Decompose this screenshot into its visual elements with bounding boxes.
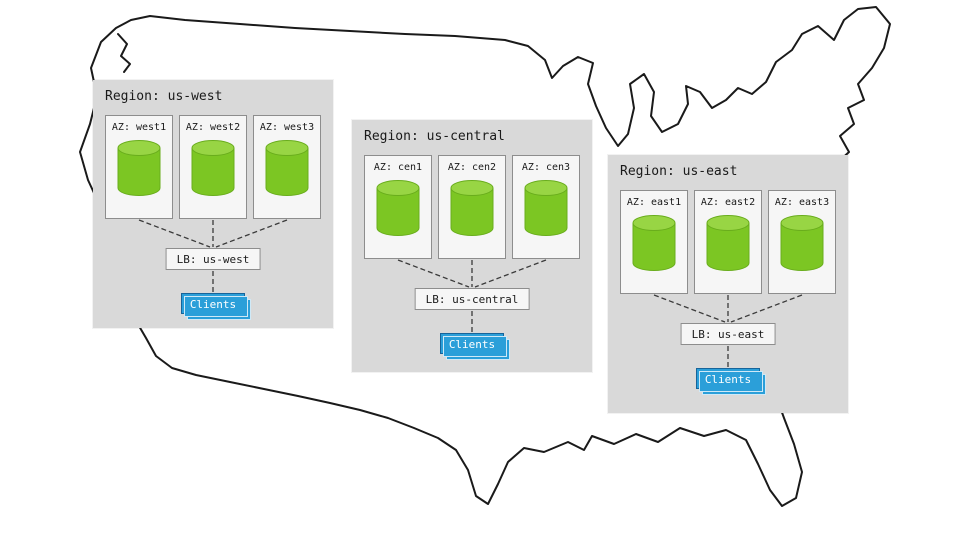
database-cylinder-icon	[265, 140, 309, 196]
region-title: Region: us-west	[105, 89, 223, 104]
az-row: AZ: west1 AZ: west2 AZ: west3	[105, 115, 321, 219]
az-label: AZ: west1	[111, 122, 167, 133]
az-label: AZ: cen3	[521, 162, 571, 173]
clients-box: Clients	[440, 333, 504, 354]
az-label: AZ: west3	[259, 122, 315, 133]
az-box-east1: AZ: east1	[620, 190, 688, 294]
region-title: Region: us-central	[364, 129, 505, 144]
region-title: Region: us-east	[620, 164, 738, 179]
az-box-west1: AZ: west1	[105, 115, 173, 219]
az-box-west3: AZ: west3	[253, 115, 321, 219]
region-us-west: Region: us-west AZ: west1 AZ: west2 AZ: …	[93, 80, 333, 328]
az-label: AZ: cen2	[447, 162, 497, 173]
az-label: AZ: east2	[700, 197, 756, 208]
az-box-cen3: AZ: cen3	[512, 155, 580, 259]
az-row: AZ: east1 AZ: east2 AZ: east3	[620, 190, 836, 294]
region-us-central: Region: us-central AZ: cen1 AZ: cen2 AZ:…	[352, 120, 592, 372]
az-label: AZ: west2	[185, 122, 241, 133]
database-cylinder-icon	[117, 140, 161, 196]
load-balancer-box: LB: us-east	[680, 323, 776, 345]
az-box-east3: AZ: east3	[768, 190, 836, 294]
clients-box: Clients	[696, 368, 760, 389]
az-box-west2: AZ: west2	[179, 115, 247, 219]
database-cylinder-icon	[632, 215, 676, 271]
load-balancer-box: LB: us-central	[414, 288, 530, 310]
database-cylinder-icon	[450, 180, 494, 236]
az-label: AZ: east1	[626, 197, 682, 208]
database-cylinder-icon	[706, 215, 750, 271]
region-us-east: Region: us-east AZ: east1 AZ: east2 AZ: …	[608, 155, 848, 413]
database-cylinder-icon	[191, 140, 235, 196]
database-cylinder-icon	[524, 180, 568, 236]
az-label: AZ: east3	[774, 197, 830, 208]
az-row: AZ: cen1 AZ: cen2 AZ: cen3	[364, 155, 580, 259]
az-label: AZ: cen1	[373, 162, 423, 173]
clients-box: Clients	[181, 293, 245, 314]
database-cylinder-icon	[780, 215, 824, 271]
load-balancer-box: LB: us-west	[165, 248, 261, 270]
az-box-cen2: AZ: cen2	[438, 155, 506, 259]
az-box-east2: AZ: east2	[694, 190, 762, 294]
az-box-cen1: AZ: cen1	[364, 155, 432, 259]
database-cylinder-icon	[376, 180, 420, 236]
